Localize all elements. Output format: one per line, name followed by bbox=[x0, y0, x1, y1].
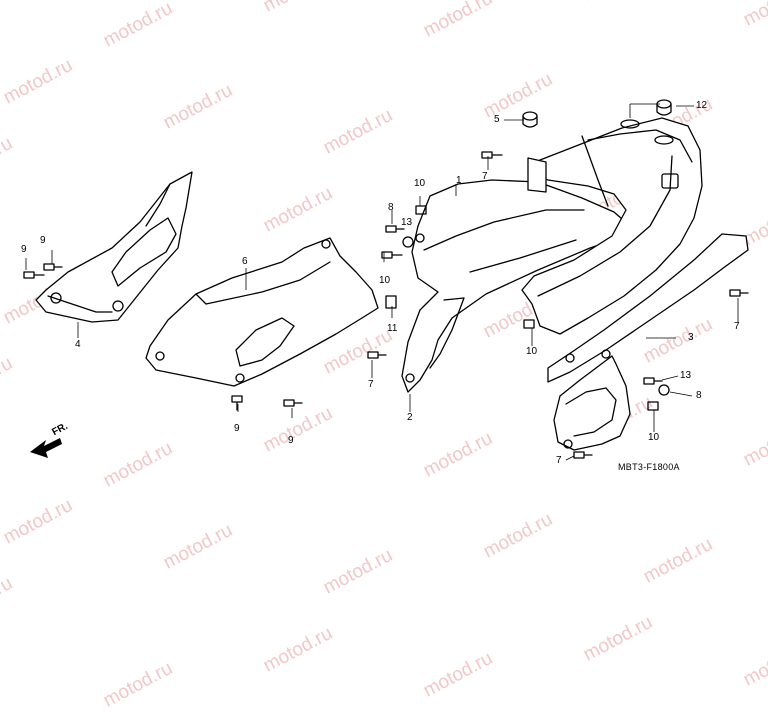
side-cover-part-6 bbox=[145, 237, 379, 387]
callout-4: 4 bbox=[75, 339, 81, 350]
callout-9-d: 9 bbox=[288, 435, 294, 446]
rear-fender-part-2 bbox=[401, 179, 631, 393]
callout-13-left: 13 bbox=[401, 217, 413, 228]
callout-7-mid: 7 bbox=[368, 379, 374, 390]
callout-7-bottom: 7 bbox=[556, 455, 562, 466]
callout-9-a: 9 bbox=[21, 244, 27, 255]
watermark-text: motod.ru bbox=[420, 647, 497, 702]
callout-7-right: 7 bbox=[734, 321, 740, 332]
callout-7-top: 7 bbox=[482, 171, 488, 182]
callout-12: 12 bbox=[696, 100, 708, 111]
fasteners bbox=[23, 151, 749, 459]
callout-10-b: 10 bbox=[379, 275, 391, 286]
grommet-part-5 bbox=[522, 111, 538, 128]
callout-8-right: 8 bbox=[696, 390, 702, 401]
seat-cowl-part-1 bbox=[521, 117, 703, 363]
callout-10-a: 10 bbox=[414, 178, 426, 189]
leader-lines bbox=[25, 103, 739, 461]
watermark-text: motod.ru bbox=[100, 657, 177, 712]
callout-5: 5 bbox=[494, 114, 500, 125]
callout-11: 11 bbox=[387, 323, 398, 334]
front-arrow-icon bbox=[30, 438, 62, 458]
callout-3: 3 bbox=[688, 332, 694, 343]
diagram-drawing bbox=[23, 99, 749, 461]
side-cover-part-4 bbox=[35, 171, 193, 323]
callout-10-d: 10 bbox=[648, 432, 660, 443]
watermark-text: motod.ru bbox=[580, 612, 657, 666]
callout-13-right: 13 bbox=[680, 370, 692, 381]
callout-10-c: 10 bbox=[526, 346, 538, 357]
grommet-part-12 bbox=[656, 99, 672, 116]
callout-1: 1 bbox=[456, 175, 462, 186]
watermark-text: motod.ru bbox=[740, 636, 768, 691]
watermark-text: motod.ru bbox=[0, 572, 17, 627]
callout-8-left: 8 bbox=[388, 202, 394, 213]
callout-2: 2 bbox=[407, 412, 413, 423]
diagram-code: MBT3-F1800A bbox=[618, 462, 680, 472]
callout-9-b: 9 bbox=[40, 235, 46, 246]
watermark-text: motod.ru bbox=[260, 622, 337, 677]
callout-6: 6 bbox=[242, 256, 248, 267]
side-rail-part-3 bbox=[547, 233, 749, 451]
callout-9-c: 9 bbox=[234, 423, 240, 434]
